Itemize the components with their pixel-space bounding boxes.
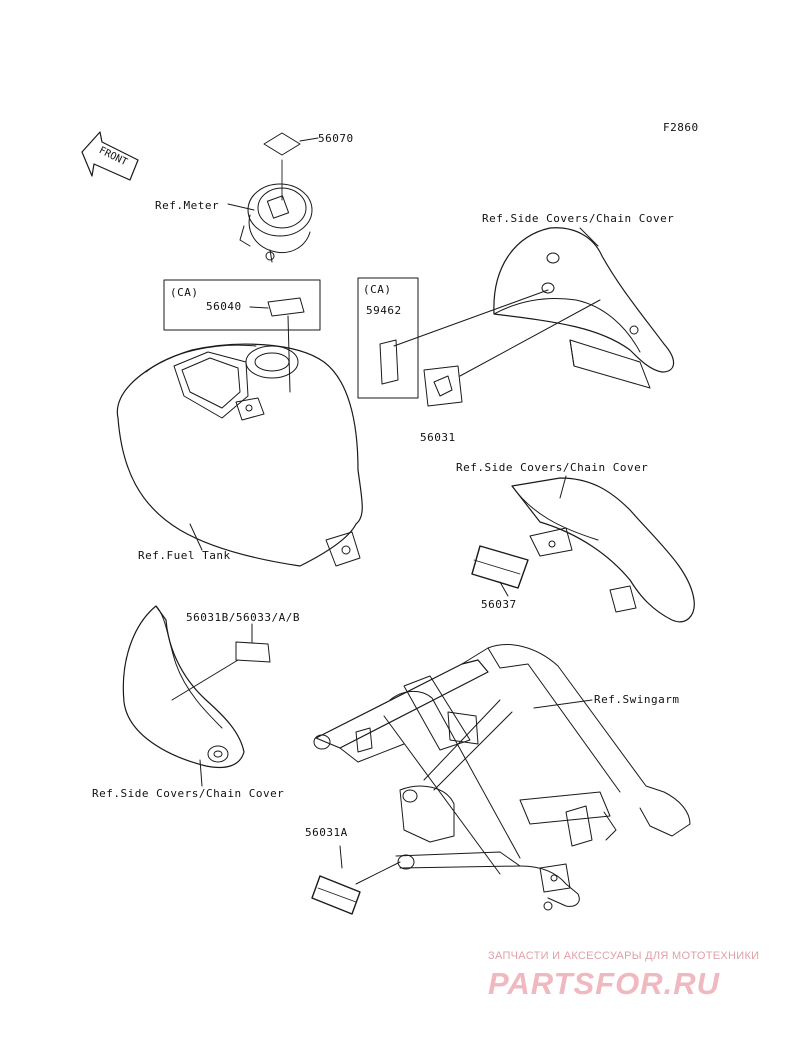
label-56070-sticker: [263, 132, 319, 156]
side-cover-top-part: [423, 227, 675, 407]
ref-fuel-tank-label: Ref.Fuel Tank: [138, 549, 231, 562]
side-cover-mid-part: [471, 475, 695, 623]
front-arrow-text: FRONT: [97, 145, 129, 168]
watermark-logo: PARTSFOR.RU: [488, 966, 721, 1001]
part-number-56031b: 56031B/56033/A/B: [186, 611, 300, 624]
swingarm-part: [311, 644, 691, 915]
part-number-59462: 59462: [366, 304, 402, 317]
front-arrow-icon: FRONT: [81, 131, 139, 181]
part-number-56031a: 56031A: [305, 826, 348, 839]
ca-label-right: (CA): [363, 283, 392, 296]
ref-side-covers-mid-label: Ref.Side Covers/Chain Cover: [456, 461, 649, 474]
ref-side-covers-bottom-label: Ref.Side Covers/Chain Cover: [92, 787, 285, 800]
ca-box-right: [357, 277, 549, 399]
meter-part: [227, 159, 313, 263]
ca-label-left: (CA): [170, 286, 199, 299]
ref-meter-label: Ref.Meter: [155, 199, 220, 212]
figure-code: F2860: [663, 121, 699, 134]
fuel-tank-part: [116, 343, 363, 567]
part-number-56040: 56040: [206, 300, 242, 313]
part-number-56031: 56031: [420, 431, 456, 444]
ref-side-covers-top-label: Ref.Side Covers/Chain Cover: [482, 212, 675, 225]
ca-box-left: [163, 279, 321, 393]
watermark-subtitle: ЗАПЧАСТИ И АКСЕССУАРЫ ДЛЯ МОТОТЕХНИКИ: [488, 950, 760, 962]
part-number-56070: 56070: [318, 132, 354, 145]
part-number-56037: 56037: [481, 598, 517, 611]
side-cover-bottom-part: [122, 605, 271, 787]
ref-swingarm-label: Ref.Swingarm: [594, 693, 680, 706]
